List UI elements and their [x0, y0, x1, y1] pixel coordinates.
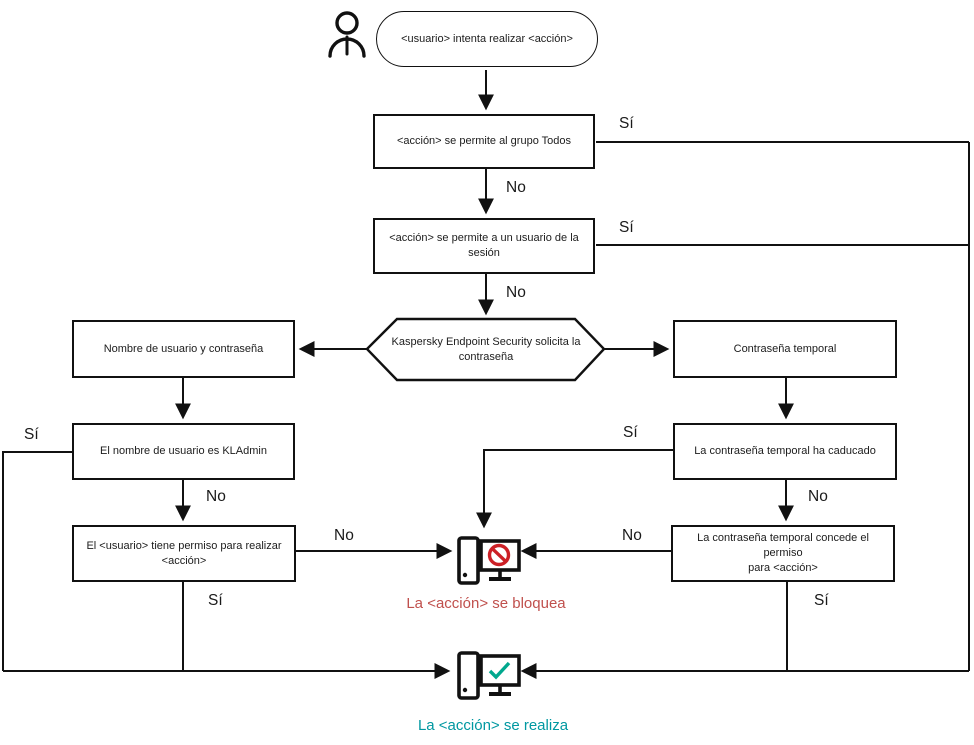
node-is-kladmin: El nombre de usuario es KLAdmin	[72, 423, 295, 480]
user-icon	[328, 11, 366, 58]
node-user-has-permission-label: El <usuario> tiene permiso para realizar…	[86, 539, 282, 567]
node-temp-expired-label: La contraseña temporal ha caducado	[694, 445, 876, 458]
node-allow-all-group: <acción> se permite al grupo Todos	[373, 114, 595, 169]
node-request-password: Kaspersky Endpoint Security solicita la …	[382, 320, 590, 379]
edge-label-yes-user-permission: Sí	[208, 592, 223, 609]
connector-lines	[2, 70, 970, 679]
edge-label-no-user-permission: No	[334, 527, 354, 544]
edge-label-no-temp-grants: No	[622, 527, 642, 544]
edge-label-no-is-kladmin: No	[206, 488, 226, 505]
node-temp-password-label: Contraseña temporal	[733, 342, 837, 355]
node-allow-all-label: <acción> se permite al grupo Todos	[396, 135, 572, 148]
node-start-label: <usuario> intenta realizar <acción>	[401, 32, 573, 45]
node-temp-password: Contraseña temporal	[673, 320, 897, 378]
node-user-has-permission: El <usuario> tiene permiso para realizar…	[72, 525, 296, 582]
blocked-outcome-label: La <acción> se bloquea	[406, 595, 566, 612]
edge-label-no-allow-all: No	[506, 179, 526, 196]
decision-hexagon-shape	[365, 317, 606, 382]
no-sign-icon	[487, 543, 511, 567]
edge-label-yes-is-kladmin: Sí	[24, 426, 39, 443]
edge-label-yes-temp-expired: Sí	[623, 424, 638, 441]
performed-outcome-label: La <acción> se realiza	[417, 717, 569, 734]
node-allow-session-label: <acción> se permite a un usuario de la s…	[389, 232, 579, 259]
blocked-computer-icon	[457, 536, 521, 585]
node-request-password-label: Kaspersky Endpoint Security solicita la …	[391, 335, 581, 363]
node-temp-grants: La contraseña temporal concede el permis…	[671, 525, 895, 582]
edge-label-no-temp-expired: No	[808, 488, 828, 505]
edge-label-yes-allow-all: Sí	[619, 115, 634, 132]
node-username-password-label: Nombre de usuario y contraseña	[103, 342, 264, 355]
allowed-computer-icon	[457, 651, 521, 700]
node-start: <usuario> intenta realizar <acción>	[376, 11, 598, 67]
edge-label-yes-allow-session: Sí	[619, 219, 634, 236]
node-temp-grants-label: La contraseña temporal concede el permis…	[697, 532, 869, 574]
node-is-kladmin-label: El nombre de usuario es KLAdmin	[100, 445, 267, 458]
power-led-dot	[462, 687, 468, 693]
node-username-password: Nombre de usuario y contraseña	[72, 320, 295, 378]
edge-label-no-allow-session: No	[506, 284, 526, 301]
power-led-dot	[462, 572, 468, 578]
edge-label-yes-temp-grants: Sí	[814, 592, 829, 609]
check-icon	[488, 661, 511, 680]
node-temp-expired: La contraseña temporal ha caducado	[673, 423, 897, 480]
node-allow-session-user: <acción> se permite a un usuario de la s…	[373, 218, 595, 274]
